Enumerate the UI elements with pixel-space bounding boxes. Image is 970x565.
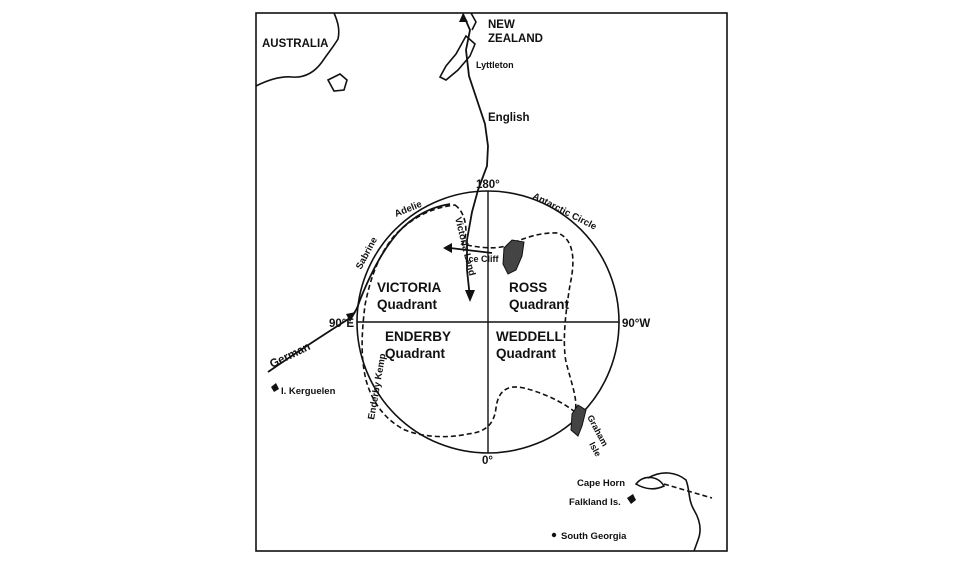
ross-ice-shelf [502, 239, 525, 275]
graham-isle-shape [570, 404, 587, 437]
map-frame [255, 12, 728, 552]
label-meridian-90e: 90°E [329, 318, 354, 330]
label-ice-cliff: Ice Cliff [466, 254, 500, 264]
new-zealand-north-island [470, 12, 477, 31]
quadrant-weddell-sub: Quadrant [496, 346, 557, 361]
ice-cliff-arrow-line [449, 247, 493, 254]
label-lyttleton: Lyttleton [476, 60, 514, 70]
english-route-top-arrow [459, 13, 468, 22]
german-route-arrow [346, 312, 356, 322]
label-australia: AUSTRALIA [262, 38, 328, 50]
label-cape-horn: Cape Horn [577, 478, 625, 489]
south-georgia-shape [551, 532, 557, 538]
label-new: NEW [488, 19, 515, 31]
quadrant-victoria-sub: Quadrant [377, 297, 438, 312]
quadrant-victoria-name: VICTORIA [377, 280, 442, 295]
kerguelen-shape [271, 383, 279, 392]
south-america-coastline [647, 472, 701, 552]
label-kerguelen: I. Kerguelen [281, 386, 336, 397]
australia-coastline [255, 12, 340, 87]
quadrant-ross-sub: Quadrant [509, 297, 570, 312]
english-route [462, 13, 489, 299]
quadrant-ross-name: ROSS [509, 280, 547, 295]
label-english-route: English [488, 112, 530, 124]
label-meridian-0: 0° [482, 455, 493, 467]
quadrant-enderby-name: ENDERBY [385, 329, 451, 344]
label-south-georgia: South Georgia [561, 531, 627, 542]
tierra-del-fuego [634, 476, 666, 490]
label-falkland: Falkland Is. [569, 497, 621, 508]
quadrant-enderby-sub: Quadrant [385, 346, 446, 361]
ice-cliff-arrow-head [443, 243, 452, 253]
label-meridian-180: 180° [476, 179, 500, 191]
antarctica-coastline [361, 204, 577, 438]
falkland-islands-shape [627, 494, 636, 504]
quadrant-weddell-name: WEDDELL [496, 329, 563, 344]
label-meridian-90w: 90°W [622, 318, 650, 330]
label-zealand: ZEALAND [488, 33, 543, 45]
cape-horn-drift [663, 483, 713, 499]
german-route [267, 203, 451, 373]
english-route-arrow [465, 290, 475, 302]
tasmania-island [326, 73, 348, 92]
